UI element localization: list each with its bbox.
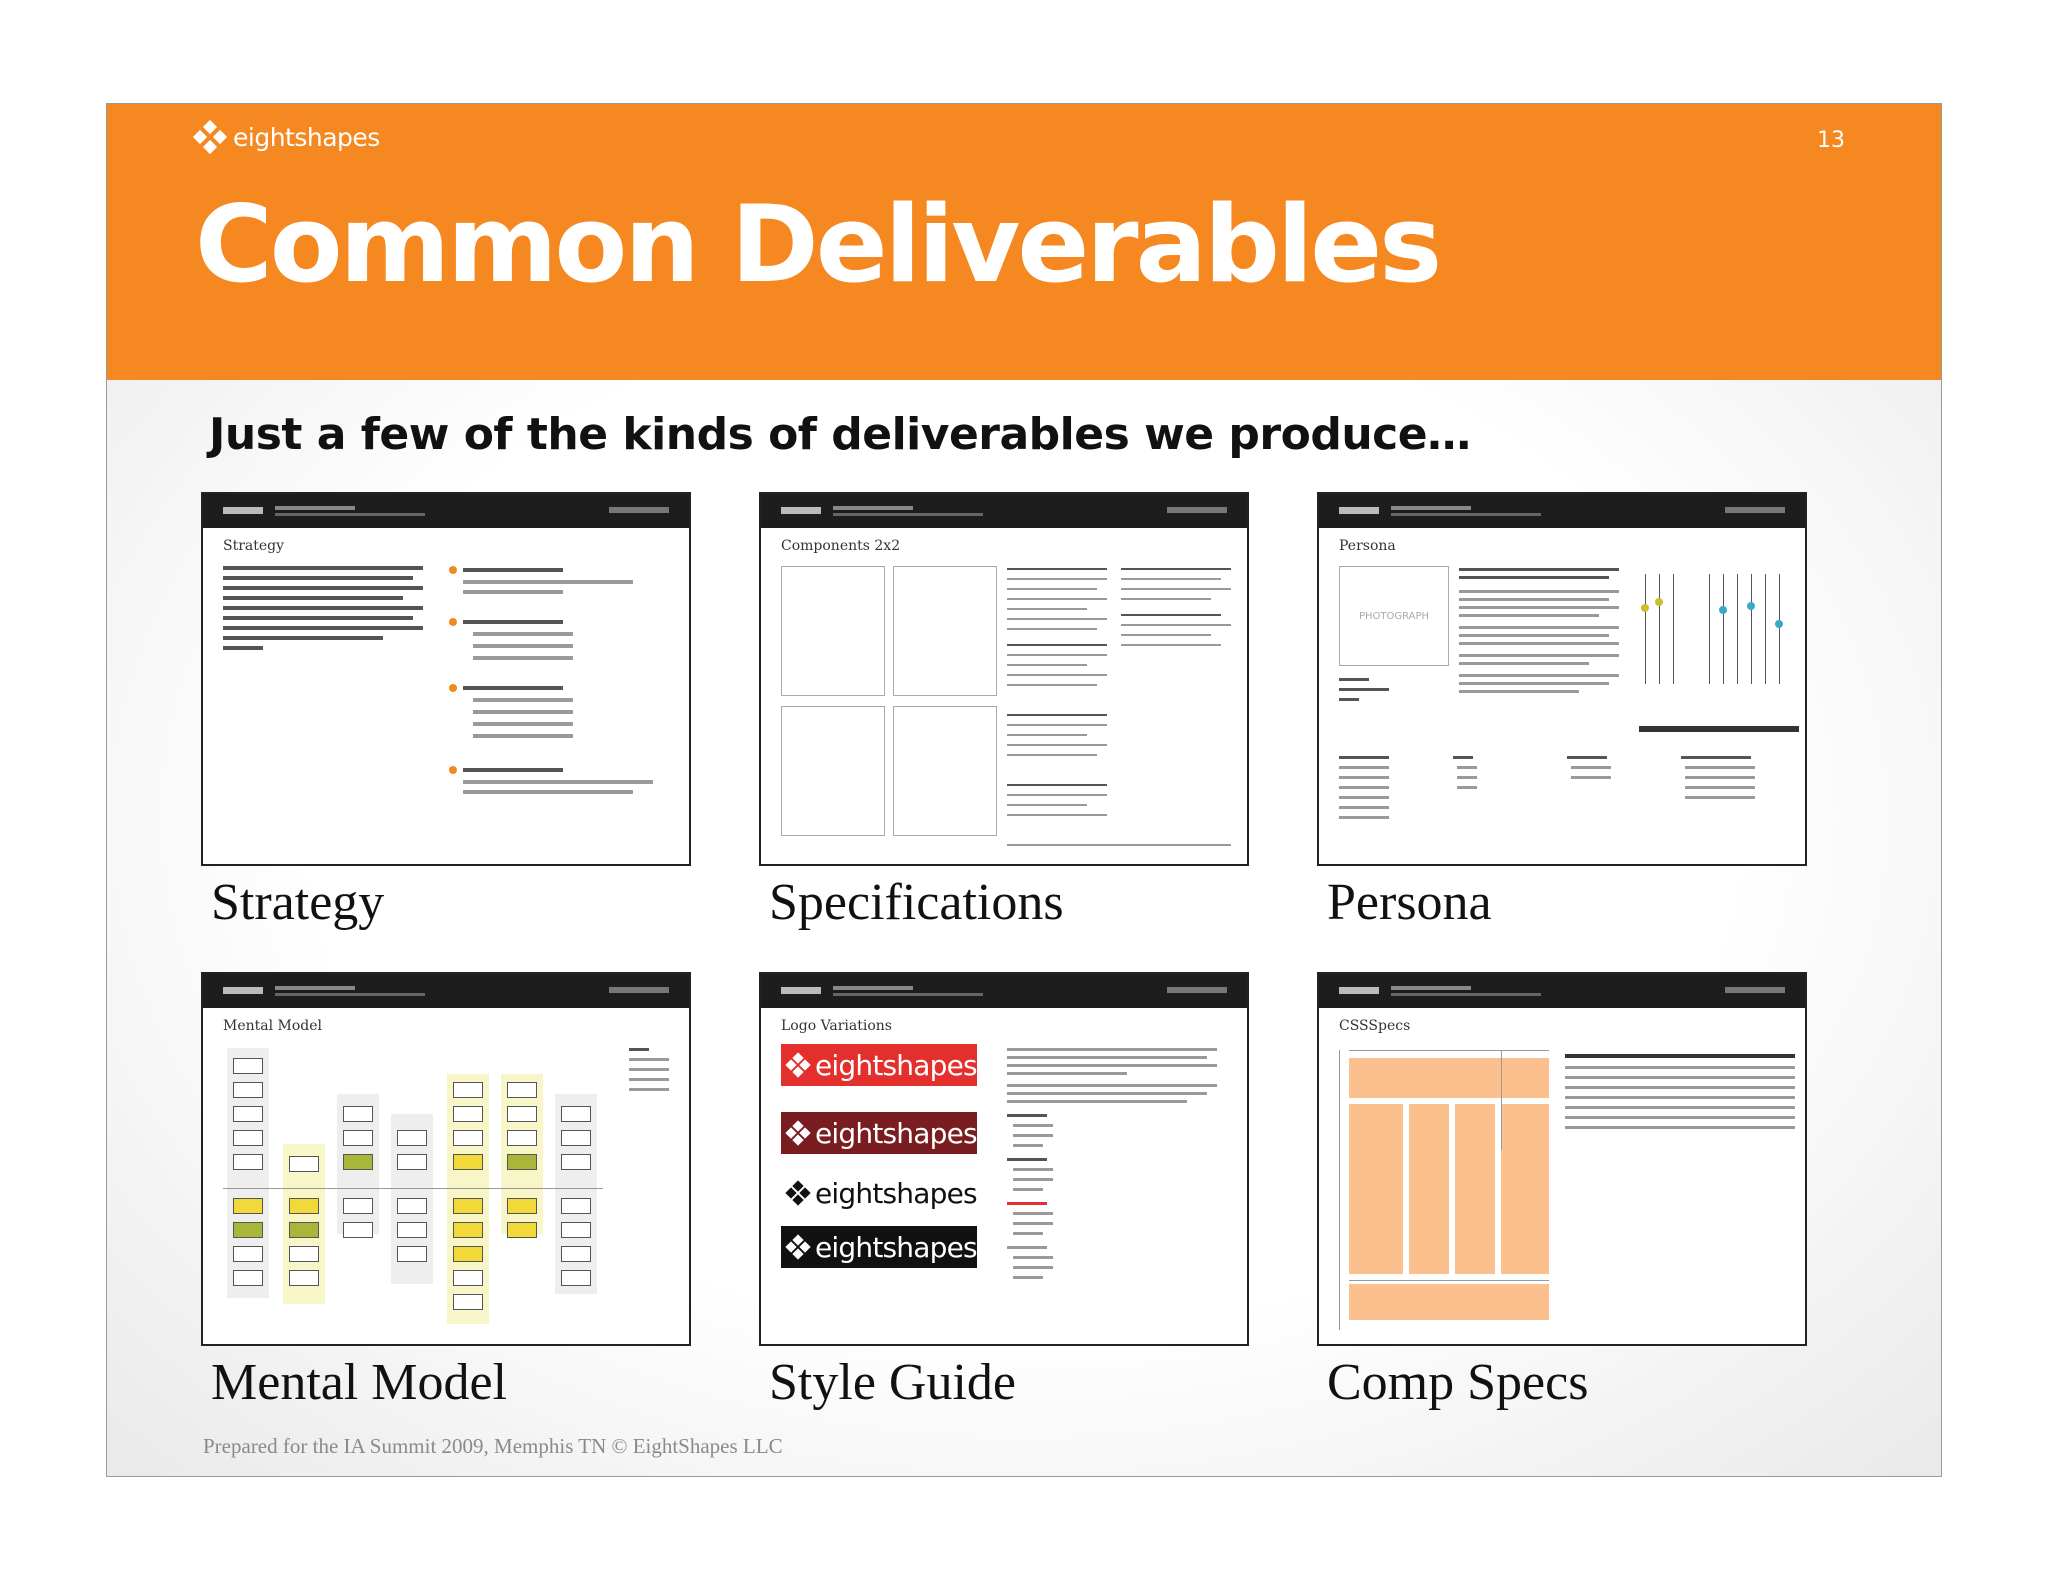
eightshapes-logo-icon	[785, 1120, 811, 1146]
deliverable-thumbnail-persona: Persona PHOTOGRAPH	[1317, 492, 1807, 866]
logo-variation-text: eightshapes	[815, 1048, 978, 1082]
logo-variation-text: eightshapes	[815, 1176, 978, 1210]
deliverable-thumbnail-comp-specs: CSSSpecs	[1317, 972, 1807, 1346]
deliverable-label: Persona	[1327, 874, 1492, 931]
thumbnail-header-bar	[203, 494, 689, 528]
deliverable-label: Mental Model	[211, 1354, 508, 1411]
thumbnail-heading: Mental Model	[223, 1018, 323, 1034]
thumbnail-heading: Logo Variations	[781, 1018, 892, 1034]
deliverable-card-persona: Persona PHOTOGRAPH	[1317, 492, 1807, 934]
deliverable-label: Comp Specs	[1327, 1354, 1589, 1411]
deliverable-thumbnail-strategy: Strategy	[201, 492, 691, 866]
thumbnail-header-bar	[1319, 494, 1805, 528]
deliverable-thumbnail-mental-model: Mental Model	[201, 972, 691, 1346]
logo-variation-text: eightshapes	[815, 1230, 978, 1264]
thumbnail-heading: CSSSpecs	[1339, 1018, 1411, 1034]
logo-variation-text: eightshapes	[815, 1116, 978, 1150]
deliverable-card-style-guide: Logo Variations eightshapes eightshapes …	[759, 972, 1249, 1414]
logo-variation-red: eightshapes	[781, 1044, 978, 1086]
logo-variation-dark-red: eightshapes	[781, 1112, 978, 1154]
thumbnail-header-bar	[761, 974, 1247, 1008]
deliverable-label: Strategy	[211, 874, 385, 931]
deliverable-label: Style Guide	[769, 1354, 1016, 1411]
thumbnail-header-bar	[1319, 974, 1805, 1008]
deliverable-label: Specifications	[769, 874, 1064, 931]
thumbnail-heading: Components 2x2	[781, 538, 901, 554]
page-title: Common Deliverables	[195, 183, 1442, 306]
deliverable-thumbnail-style-guide: Logo Variations eightshapes eightshapes …	[759, 972, 1249, 1346]
slide-number: 13	[1817, 128, 1845, 153]
thumbnail-header-bar	[761, 494, 1247, 528]
photo-placeholder-label: PHOTOGRAPH	[1358, 610, 1430, 622]
logo-text: eightshapes	[233, 122, 380, 152]
thumbnail-header-bar	[203, 974, 689, 1008]
eightshapes-logo-icon	[785, 1234, 811, 1260]
thumbnail-heading: Persona	[1339, 538, 1396, 554]
page-subtitle: Just a few of the kinds of deliverables …	[209, 409, 1471, 460]
deliverable-thumbnail-specifications: Components 2x2	[759, 492, 1249, 866]
eightshapes-logo-icon	[192, 119, 228, 155]
photo-placeholder: PHOTOGRAPH	[1339, 566, 1449, 666]
deliverable-card-comp-specs: CSSSpecs Comp S	[1317, 972, 1807, 1414]
thumbnail-heading: Strategy	[223, 538, 285, 554]
slide: eightshapes 13 Common Deliverables Just …	[106, 103, 1942, 1477]
eightshapes-logo-icon	[785, 1180, 811, 1206]
footer-credit: Prepared for the IA Summit 2009, Memphis…	[203, 1434, 783, 1458]
slide-header: eightshapes 13 Common Deliverables	[107, 104, 1941, 380]
logo-variation-black-on-white: eightshapes	[781, 1172, 978, 1214]
deliverable-card-specifications: Components 2x2	[759, 492, 1249, 934]
brand-logo: eightshapes	[192, 119, 380, 155]
logo-variation-white-on-black: eightshapes	[781, 1226, 978, 1268]
eightshapes-logo-icon	[785, 1052, 811, 1078]
deliverable-card-mental-model: Mental Model	[201, 972, 691, 1414]
deliverable-card-strategy: Strategy	[201, 492, 691, 934]
